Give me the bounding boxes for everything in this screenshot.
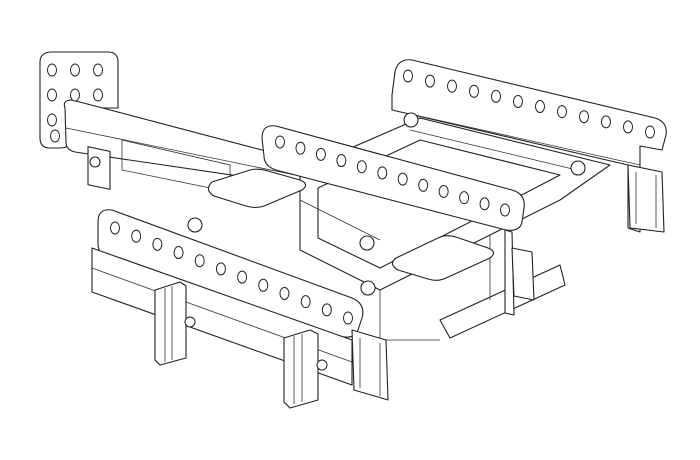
rail-hole [403,69,413,83]
rail-hole [237,270,248,284]
rail-hole [425,74,435,88]
bracket-hole [93,88,103,102]
bracket-hole [50,129,60,143]
mounting-plate-right [391,235,495,281]
rail-hole [447,79,457,93]
rail-hole [173,246,184,260]
rail-hole [438,184,449,198]
bracket-hole [70,63,80,77]
rail-hole [258,278,269,292]
rail-hole [275,135,285,149]
rail-hole [623,120,633,134]
bolts [89,112,586,296]
bracket-hole [47,88,57,102]
rail-hole [491,89,501,103]
rail-hole [601,115,611,129]
warning-label [87,146,111,190]
rail-hole [418,178,429,192]
bracket-hole [93,63,103,77]
clamp-right [283,329,328,409]
rail-hole [557,105,567,119]
rail-hole [356,160,367,174]
clamp-left [154,281,196,366]
rail-hole [131,229,142,243]
bracket-hole [70,88,80,102]
rail-hole [479,197,490,211]
rail-hole [300,295,311,309]
rail-hole [295,141,306,155]
rail-hole [377,166,388,180]
middle-rail [261,125,535,316]
rail-hole [459,191,470,205]
rail-hole [315,147,326,161]
rail-hole [194,254,205,268]
back-right-rail [391,59,667,233]
rail-hole [579,110,589,124]
rail-hole [321,303,332,317]
rail-hole [279,286,290,300]
rail-hole [215,262,226,276]
rail-hole [500,203,510,217]
rail-hole [343,311,353,325]
rail-hole [110,221,120,235]
rail-hole [152,237,163,251]
rail-hole [535,100,545,114]
rail-hole [397,172,408,186]
rail-hole [645,125,655,139]
bracket-hole [47,63,57,77]
rail-hole [336,154,347,168]
rail-hole [469,84,479,98]
mounting-plate-left [207,168,307,209]
bracket-hole [47,113,57,127]
rail-hole [513,94,523,108]
